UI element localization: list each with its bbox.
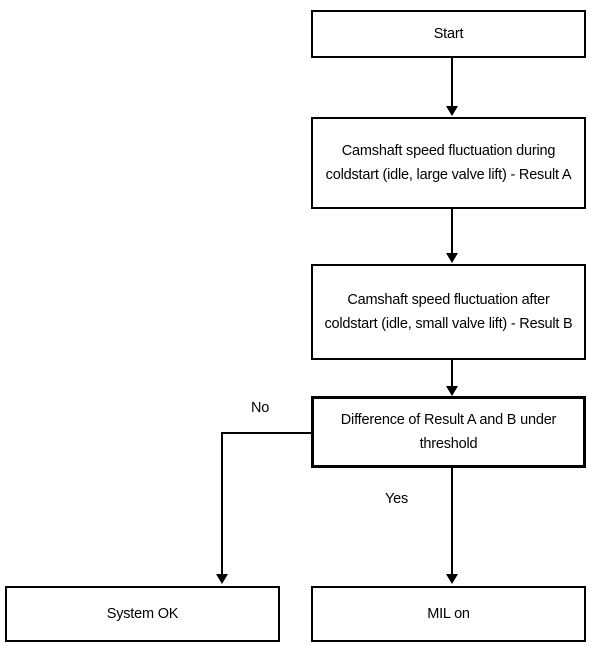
- connector-yes-vertical: [451, 468, 453, 575]
- node-decision-threshold[interactable]: Difference of Result A and B under thres…: [311, 396, 586, 468]
- connector-no-horizontal: [221, 432, 313, 434]
- arrowhead-no-to-system-ok: [216, 574, 228, 584]
- node-decision-threshold-label: Difference of Result A and B under thres…: [340, 412, 557, 452]
- node-measure-during-coldstart-label: Camshaft speed fluctuation during coldst…: [325, 143, 572, 183]
- edge-label-yes: Yes: [385, 491, 409, 507]
- node-measure-after-coldstart[interactable]: Camshaft speed fluctuation after coldsta…: [311, 264, 586, 360]
- node-start[interactable]: Start: [311, 10, 586, 58]
- node-mil-on-label: MIL on: [427, 606, 470, 622]
- arrowhead-start-to-result-a: [446, 106, 458, 116]
- node-system-ok[interactable]: System OK: [5, 586, 280, 642]
- arrowhead-result-b-to-decision: [446, 386, 458, 396]
- edge-label-no: No: [251, 400, 270, 416]
- arrowhead-result-a-to-result-b: [446, 253, 458, 263]
- node-measure-during-coldstart[interactable]: Camshaft speed fluctuation during coldst…: [311, 117, 586, 209]
- node-start-label: Start: [433, 26, 464, 42]
- connector-start-to-result-a: [451, 58, 453, 107]
- node-mil-on[interactable]: MIL on: [311, 586, 586, 642]
- arrowhead-yes-to-mil-on: [446, 574, 458, 584]
- connector-no-vertical: [221, 432, 223, 575]
- connector-result-b-to-decision: [451, 360, 453, 388]
- connector-result-a-to-result-b: [451, 209, 453, 255]
- node-system-ok-label: System OK: [106, 606, 179, 622]
- node-measure-after-coldstart-label: Camshaft speed fluctuation after coldsta…: [324, 292, 573, 332]
